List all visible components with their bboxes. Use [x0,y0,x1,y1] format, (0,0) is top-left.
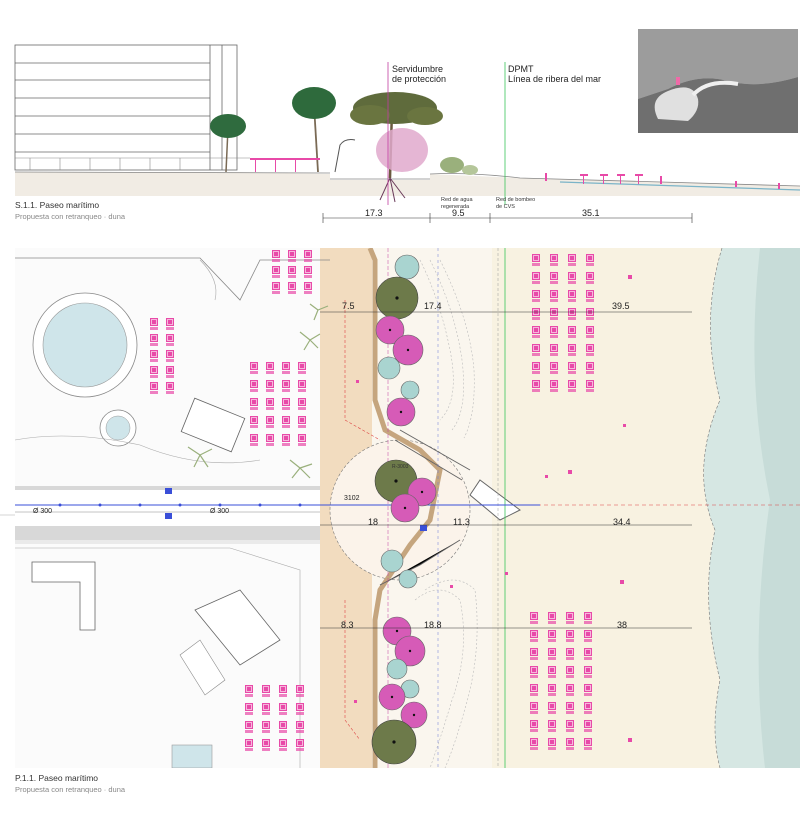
red-agua-label: Red de agua regenerada [441,197,473,210]
section-dim-1: 17.3 [365,208,383,218]
road [15,490,320,526]
building-outline [15,257,330,301]
section-building [14,44,238,171]
pipe-label-2: Ø 300 [210,508,230,515]
plan-dim-top-1: 7.5 [342,301,355,311]
dune-contours [414,259,478,768]
node-label: R-3003 [392,464,409,470]
plan-dim-bottom-3: 38 [617,620,628,630]
section-palm [210,87,336,173]
trees [371,254,437,765]
plan-dim-mid-2: 11.3 [453,517,470,527]
plan-dim-mid-3: 34.4 [613,517,631,527]
red-bombeo-label: Red de bombeo de CVS [496,197,536,210]
pool [42,302,128,388]
servidumbre-label: Servidumbre de protección [392,64,447,84]
section-drawing [14,44,800,223]
plan-dim-top-2: 17.4 [424,301,442,311]
dpmt-label: DPMT Línea de ribera del mar [508,64,602,84]
plan-dim-top-3: 39.5 [612,301,630,311]
section-title: S.1.1. Paseo marítimo [15,200,100,210]
section-dim-2: 9.5 [452,208,465,218]
location-map [638,29,798,133]
point-label: 3102 [344,495,360,502]
plan-dim-mid-1: 18 [368,517,379,527]
plan-dim-bottom-1: 8.3 [341,620,354,630]
pipe-label-1: Ø 300 [33,508,53,515]
umbrella-grid-urban-1 [271,249,313,295]
plan-dim-bottom-2: 18.8 [424,620,442,630]
plan-title: P.1.1. Paseo marítimo [15,773,98,783]
section-ground [15,172,800,196]
section-dim-3: 35.1 [582,208,600,218]
section-pine-tree [350,92,443,203]
building-lower [31,561,96,631]
section-subtitle: Propuesta con retranqueo · duna [15,212,126,221]
plan-subtitle: Propuesta con retranqueo · duna [15,785,126,794]
